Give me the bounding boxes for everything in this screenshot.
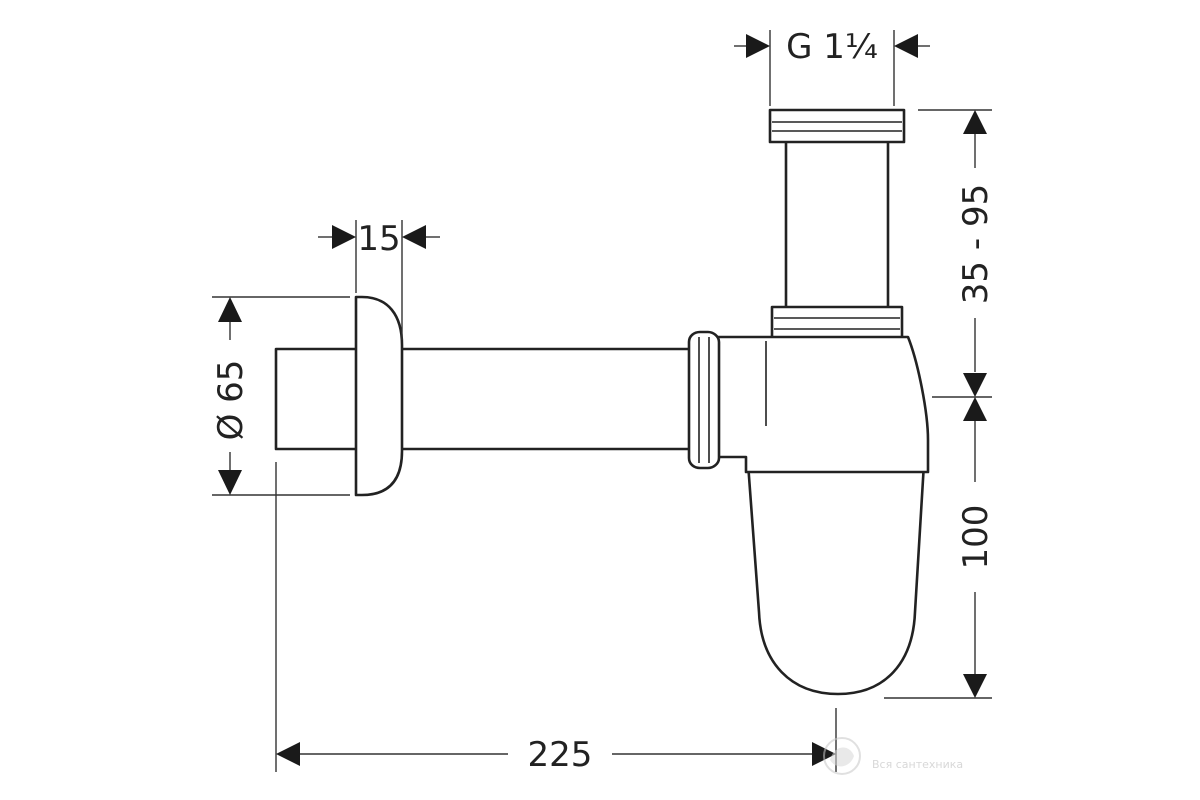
inlet-tube <box>784 132 890 314</box>
arrow-left <box>402 225 426 249</box>
arrow-left <box>894 34 918 58</box>
arrow-right <box>746 34 770 58</box>
outlet-nut <box>687 330 721 470</box>
dimension-diameter: Ø 65 <box>211 296 350 496</box>
arrow-up <box>963 110 987 134</box>
trap-cup <box>746 461 926 696</box>
arrow-down <box>963 373 987 397</box>
watermark-text: Вся сантехника <box>872 758 963 771</box>
siphon-body <box>274 108 930 696</box>
arrow-up <box>218 297 242 322</box>
flange-depth-label: 15 <box>357 219 400 259</box>
trap-head <box>710 335 930 474</box>
diameter-label: Ø 65 <box>211 360 251 441</box>
outlet-pipe <box>396 347 694 451</box>
thread-label: G 1¼ <box>786 27 878 67</box>
trap-height-label: 100 <box>956 505 996 570</box>
arrow-right <box>332 225 356 249</box>
arrow-left <box>276 742 300 766</box>
length-label: 225 <box>528 735 593 775</box>
dimension-trap-height: 100 <box>884 396 996 699</box>
thread-ring <box>768 108 906 144</box>
dimension-thread: G 1¼ <box>734 27 930 106</box>
dimension-flange-depth: 15 <box>318 219 440 340</box>
arrow-up <box>963 397 987 421</box>
dimension-height-adjust: 35 - 95 <box>918 109 996 397</box>
wall-pipe-stub <box>274 347 360 451</box>
inlet-nut <box>770 305 904 343</box>
height-adjust-label: 35 - 95 <box>956 184 996 304</box>
arrow-down <box>218 470 242 495</box>
wall-rosette <box>354 295 404 497</box>
watermark-logo-icon <box>823 737 861 775</box>
watermark: Вся сантехника <box>823 737 963 775</box>
arrow-down <box>963 674 987 698</box>
